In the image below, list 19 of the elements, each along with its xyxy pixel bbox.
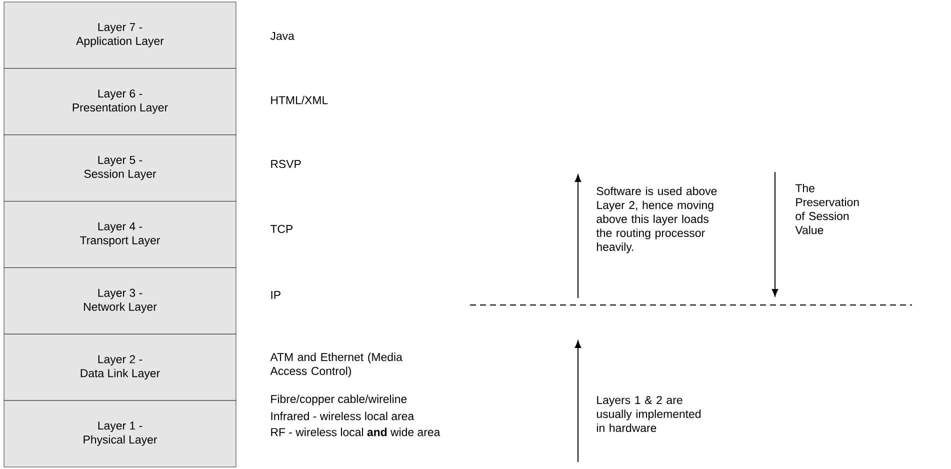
protocol-label: HTML/XML [271, 96, 328, 104]
protocol-label: TCP [270, 224, 292, 234]
layer-box: Layer 4 - Transport Layer [4, 201, 236, 268]
protocol-label: RSVP [271, 160, 301, 168]
annotation-text: Software is used above Layer 2, hence moving above this layer loads the routing processor heavily. [596, 186, 717, 254]
annotation-text: Layers 1 & 2 are usually implemented in hardware [596, 396, 700, 432]
protocol-label: Java [270, 32, 294, 40]
layer-box: Layer 5 - Session Layer [4, 134, 236, 202]
layer-box: Layer 3 - Network Layer [4, 268, 236, 334]
protocol-label: ATM and Ethernet (Media Access Control) [270, 352, 402, 378]
annotation-text: The Preservation of Session Value [795, 184, 859, 234]
layer-box: Layer 1 - Physical Layer [4, 400, 236, 468]
protocol-label: Infrared - wireless local area [271, 412, 414, 420]
protocol-label: IP [271, 291, 280, 299]
layer-box: Layer 7 - Application Layer [4, 2, 236, 69]
layer-box: Layer 2 - Data Link Layer [4, 334, 236, 401]
protocol-label: Fibre/copper cable/wireline [271, 394, 407, 406]
layer-box: Layer 6 - Presentation Layer [4, 68, 236, 136]
protocol-label: RF - wireless local and wide area [271, 428, 440, 436]
